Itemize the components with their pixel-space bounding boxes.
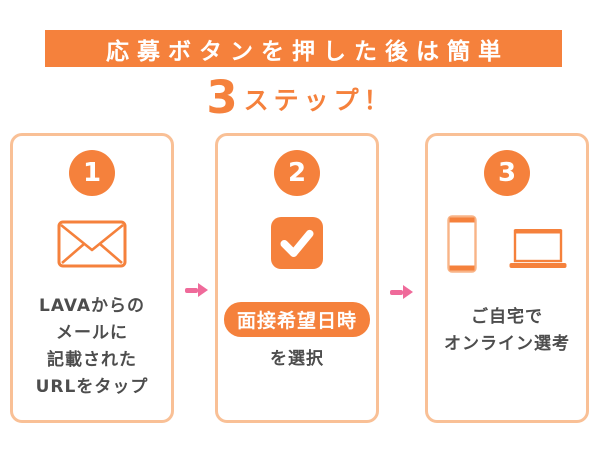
arrow-shaft	[185, 287, 198, 293]
arrow-right-icon	[185, 283, 208, 297]
arrow-head	[403, 285, 413, 299]
devices-icons	[447, 215, 567, 273]
step-card-2: 2 面接希望日時 を選択	[215, 133, 379, 423]
checkbox-icon	[271, 217, 323, 269]
step-2-caption: を選択	[270, 349, 324, 369]
arrow-head	[198, 283, 208, 297]
step-card-1: 1 LAVAからの メールに 記載された URLをタップ	[10, 133, 174, 423]
title-banner-text: 応募ボタンを押した後は簡単	[106, 38, 509, 65]
step-3-line: オンライン選考	[444, 334, 570, 354]
step-1-line: メールに	[55, 323, 128, 343]
arrow-right-icon	[390, 285, 413, 299]
step-1-line: 記載された	[46, 350, 137, 370]
arrow-shaft	[390, 289, 403, 295]
laptop-icon	[509, 228, 567, 269]
step-1-line: LAVAからの	[38, 296, 145, 316]
step-3-line: ご自宅で	[471, 307, 543, 327]
smartphone-icon	[447, 215, 477, 273]
steps-headline: 3 ステップ！	[0, 74, 600, 120]
step-card-3: 3 ご自宅で オンライン選考	[425, 133, 589, 423]
step-number-badge: 2	[274, 150, 320, 196]
envelope-icon	[57, 220, 127, 268]
step-3-description: ご自宅で オンライン選考	[444, 304, 570, 358]
step-1-description: LAVAからの メールに 記載された URLをタップ	[36, 293, 149, 401]
interview-datetime-label: 面接希望日時	[236, 310, 357, 332]
title-banner: 応募ボタンを押した後は簡単	[45, 30, 562, 67]
steps-word: ステップ！	[243, 85, 394, 115]
step-1-line: URLをタップ	[35, 377, 149, 397]
interview-datetime-badge: 面接希望日時	[223, 302, 370, 337]
step-number-badge: 3	[484, 150, 530, 196]
steps-count: 3	[206, 70, 238, 124]
step-number-badge: 1	[69, 150, 115, 196]
